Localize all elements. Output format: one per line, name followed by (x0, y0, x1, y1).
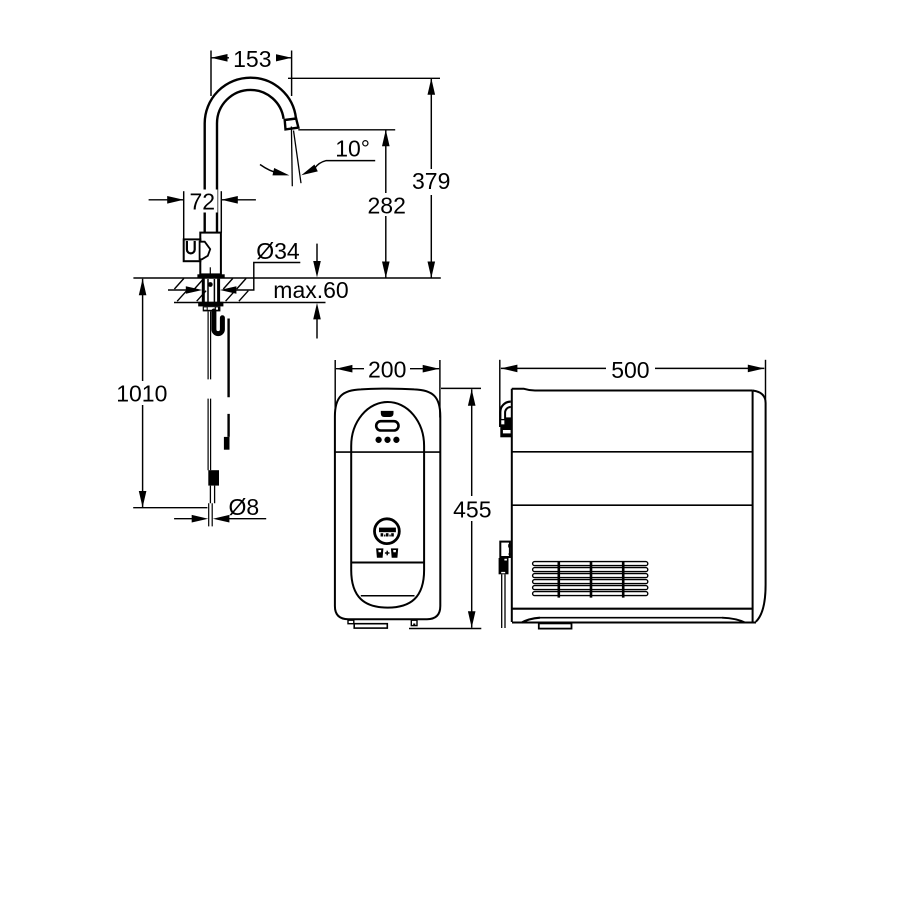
svg-text:200: 200 (368, 357, 406, 383)
svg-text:153: 153 (233, 46, 271, 72)
svg-text:379: 379 (412, 168, 450, 194)
svg-text:72: 72 (190, 188, 216, 214)
svg-text:max.60: max.60 (273, 277, 348, 303)
svg-text:Ø8: Ø8 (228, 494, 259, 520)
svg-text:10°: 10° (335, 136, 370, 162)
svg-text:282: 282 (368, 192, 406, 218)
svg-text:500: 500 (611, 357, 649, 383)
svg-text:Ø34: Ø34 (256, 238, 300, 264)
svg-text:455: 455 (453, 497, 491, 523)
svg-text:1010: 1010 (116, 381, 167, 407)
